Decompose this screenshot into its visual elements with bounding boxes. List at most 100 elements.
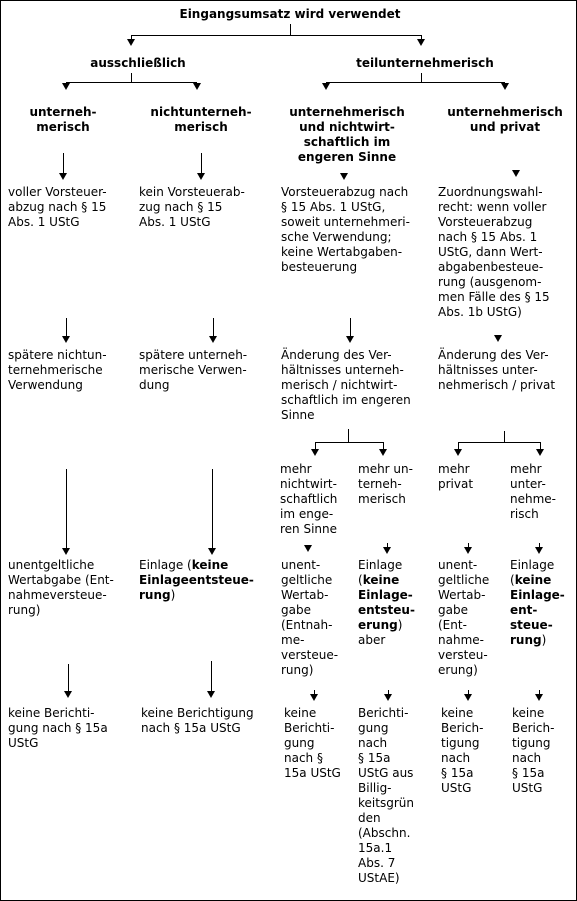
outcome-kein-vorsteuerabzug: kein Vorsteuerab- zug nach § 15 Abs. 1 U… bbox=[139, 185, 245, 229]
arrow-c2-l4 bbox=[209, 336, 217, 343]
arrow-c3a-l6 bbox=[304, 545, 312, 552]
arrow-c3b-l6 bbox=[383, 547, 391, 554]
result-c4-einlage: Einlage (keine Einlage- ent- steue- rung… bbox=[510, 558, 565, 648]
line-c1-l3 bbox=[63, 153, 64, 173]
change-verhaeltnis-nichtwirtschaftlich: Änderung des Ver- hältnisses unterneh- m… bbox=[281, 348, 411, 422]
connector-root-right bbox=[421, 35, 422, 39]
result-c4-einlage-text: Einlage ( bbox=[510, 558, 555, 587]
line-c1-l4 bbox=[66, 318, 67, 336]
change-nichtunternehmerische-verwendung: spätere nichtun- ternehmerische Verwendu… bbox=[8, 348, 107, 392]
arrow-to-nichtunternehmerisch bbox=[193, 83, 201, 90]
result-c3-einlage-text: Einlage ( bbox=[358, 558, 403, 587]
line-c1-l7 bbox=[68, 664, 69, 691]
result-c4-wertabgabe: unent- geltliche Wertab- gabe (Ent- nahm… bbox=[438, 558, 490, 677]
outcome-voller-vorsteuerabzug: voller Vorsteuer- abzug nach § 15 Abs. 1… bbox=[8, 185, 107, 229]
connector-c4-bar bbox=[458, 442, 541, 443]
arrow-to-ausschliesslich bbox=[127, 39, 135, 46]
line-c2-l7 bbox=[211, 661, 212, 691]
arrow-c1-l6 bbox=[62, 548, 70, 555]
connector-root-left bbox=[131, 35, 132, 39]
line-c3b-l7 bbox=[388, 690, 389, 694]
final-c3b-berichtigung-billigkeit: Berichti- gung nach § 15a UStG aus Billi… bbox=[358, 706, 414, 885]
outcome-zuordnungswahlrecht: Zuordnungswahl- recht: wenn voller Vorst… bbox=[438, 185, 550, 319]
change-verhaeltnis-privat: Änderung des Ver- hältnisses unter- nehm… bbox=[438, 348, 556, 392]
connector-l1-right-stem bbox=[421, 73, 422, 82]
arrow-c3a-l7 bbox=[310, 694, 318, 701]
arrow-c1-l7 bbox=[64, 691, 72, 698]
result-einlage: Einlage (keine Einlageentsteue- rung) bbox=[139, 558, 254, 603]
line-c1-l6 bbox=[66, 469, 67, 548]
branch-mehr-unternehmerisch-c3: mehr un- terneh- merisch bbox=[358, 462, 413, 506]
connector-c3-left bbox=[315, 442, 316, 449]
connector-c4-left bbox=[458, 442, 459, 449]
arrow-c4-mehr-unternehmerisch bbox=[536, 449, 544, 456]
connector-l1-right-bar bbox=[326, 82, 505, 83]
connector-c3-bar bbox=[315, 442, 384, 443]
final-c3a-keine-berichtigung: keine Berichti- gung nach § 15a UStG bbox=[284, 706, 341, 780]
arrow-c2-l6 bbox=[208, 548, 216, 555]
arrow-c3-mehr-nichtwirtschaftlich bbox=[311, 449, 319, 456]
result-c3-wertabgabe: unent- geltliche Wertab- gabe (Entnah- m… bbox=[281, 558, 339, 677]
connector-l1-left-bar bbox=[66, 82, 197, 83]
category-unternehmerisch: unterneh- merisch bbox=[29, 105, 97, 134]
connector-c3-right bbox=[383, 442, 384, 449]
result-einlage-bold-2: Einlageentsteue- rung bbox=[139, 573, 254, 602]
arrow-c3-mehr-unternehmerisch bbox=[379, 449, 387, 456]
line-c4b-l6 bbox=[539, 543, 540, 547]
arrow-c4b-l7 bbox=[535, 694, 543, 701]
branch-mehr-unternehmerisch-c4: mehr unter- nehme- risch bbox=[510, 462, 556, 521]
arrow-c2-l3 bbox=[197, 173, 205, 180]
node-teilunternehmerisch: teilunternehmerisch bbox=[356, 56, 494, 70]
result-c3-einlage-bold: keine Einlage- entsteu- erung bbox=[358, 573, 415, 632]
line-c4a-l7 bbox=[468, 690, 469, 694]
node-ausschliesslich: ausschließlich bbox=[90, 56, 186, 70]
arrow-c2-l7 bbox=[207, 691, 215, 698]
category-unternehmerisch-privat: unternehmerisch und privat bbox=[447, 105, 563, 134]
category-unternehmerisch-nichtwirtschaftlich: unternehmerisch und nichtwirt- schaftlic… bbox=[289, 105, 405, 164]
line-c4b-l7 bbox=[539, 690, 540, 694]
result-c4-einlage-bold: keine Einlage- ent- steue- rung bbox=[510, 573, 565, 647]
arrow-c4-mehr-privat bbox=[454, 449, 462, 456]
arrow-to-unternehmerisch-privat bbox=[501, 83, 509, 90]
final-c4b-keine-berichtigung: keine Berich- tigung nach § 15a UStG bbox=[512, 706, 555, 795]
connector-root-bar bbox=[131, 35, 422, 36]
arrow-c3b-l7 bbox=[384, 694, 392, 701]
result-unentgeltliche-wertabgabe: unentgeltliche Wertabgabe (Ent- nahmever… bbox=[8, 558, 114, 617]
arrow-to-unternehmerisch-nichtwirtschaftlich bbox=[322, 83, 330, 90]
final-c4a-keine-berichtigung: keine Berich- tigung nach § 15a UStG bbox=[441, 706, 484, 795]
result-c3-einlage: Einlage (keine Einlage- entsteu- erung) … bbox=[358, 558, 415, 648]
connector-c3-stem bbox=[348, 429, 349, 442]
final-c2-keine-berichtigung: keine Berichtigung nach § 15a UStG bbox=[141, 706, 254, 735]
root-node: Eingangsumsatz wird verwendet bbox=[179, 7, 401, 21]
connector-c4-stem bbox=[504, 431, 505, 442]
line-c2-l3 bbox=[201, 153, 202, 173]
arrow-c4-l4 bbox=[494, 335, 502, 342]
result-c4-einlage-close: ) bbox=[541, 633, 547, 647]
arrow-c3-l4 bbox=[346, 336, 354, 343]
result-einlage-text: Einlage ( bbox=[139, 558, 192, 572]
final-c1-keine-berichtigung: keine Berichti- gung nach § 15a UStG bbox=[8, 706, 108, 750]
arrow-c4a-l7 bbox=[464, 694, 472, 701]
connector-l1-left-stem bbox=[131, 73, 132, 82]
arrow-c4-l3 bbox=[512, 170, 520, 177]
connector-root-stem bbox=[290, 24, 291, 35]
arrow-c4a-l6 bbox=[464, 547, 472, 554]
line-c4a-l6 bbox=[468, 543, 469, 547]
arrow-c1-l4 bbox=[62, 336, 70, 343]
line-c3a-l7 bbox=[314, 690, 315, 694]
arrow-c1-l3 bbox=[59, 173, 67, 180]
branch-mehr-privat: mehr privat bbox=[438, 462, 474, 491]
result-einlage-close: ) bbox=[170, 588, 176, 602]
result-c3-einlage-after: ) aber bbox=[358, 618, 403, 647]
arrow-c3-l3 bbox=[340, 173, 348, 180]
arrow-c4b-l6 bbox=[535, 547, 543, 554]
change-unternehmerische-verwendung: spätere unterneh- merische Verwen- dung bbox=[139, 348, 248, 392]
category-nichtunternehmerisch: nichtunterneh- merisch bbox=[150, 105, 252, 134]
line-c3-l4 bbox=[350, 318, 351, 336]
line-c2-l4 bbox=[213, 318, 214, 336]
outcome-vorsteuerabzug-soweit: Vorsteuerabzug nach § 15 Abs. 1 UStG, so… bbox=[281, 185, 410, 274]
result-einlage-bold-1: keine bbox=[191, 558, 229, 572]
line-c2-l6 bbox=[212, 469, 213, 548]
arrow-to-teilunternehmerisch bbox=[417, 39, 425, 46]
